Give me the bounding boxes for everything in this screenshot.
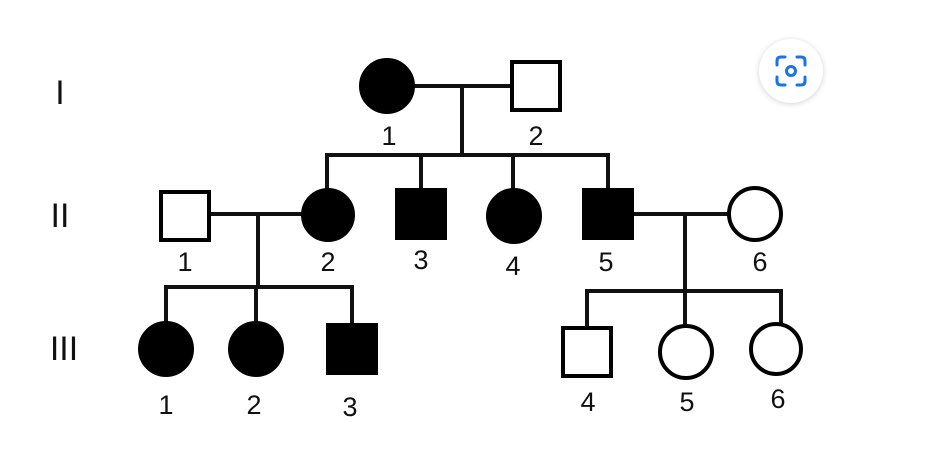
individual-label-II-4: 4 xyxy=(505,251,520,281)
generation-label-III: III xyxy=(50,330,78,368)
individual-III-3-affected-male xyxy=(326,323,378,375)
lens-scan-icon xyxy=(775,55,807,87)
individual-label-I-2: 2 xyxy=(528,121,543,151)
individual-label-III-2: 2 xyxy=(246,390,261,420)
visual-search-button[interactable] xyxy=(759,39,823,103)
individual-label-III-1: 1 xyxy=(158,390,173,420)
generation-label-I: I xyxy=(55,74,64,112)
individual-III-5-unaffected-female xyxy=(658,324,714,380)
individual-label-I-1: 1 xyxy=(381,121,396,151)
individual-III-1-affected-female xyxy=(138,321,194,377)
individual-label-II-5: 5 xyxy=(598,247,613,277)
individual-II-1-unaffected-male xyxy=(159,190,211,242)
individual-II-6-unaffected-female xyxy=(727,186,783,242)
individual-label-III-6: 6 xyxy=(770,384,785,414)
individual-I-1-affected-female xyxy=(359,58,415,114)
individual-III-6-unaffected-female xyxy=(749,322,803,376)
individual-label-II-1: 1 xyxy=(177,247,192,277)
individual-label-III-3: 3 xyxy=(342,392,357,422)
individual-label-III-5: 5 xyxy=(679,387,694,417)
individual-I-2-unaffected-male xyxy=(510,60,562,112)
individual-label-II-3: 3 xyxy=(413,245,428,275)
individual-II-3-affected-male xyxy=(395,188,447,240)
individual-label-II-2: 2 xyxy=(320,247,335,277)
individual-II-2-affected-female xyxy=(301,188,355,242)
individual-III-2-affected-female xyxy=(228,321,284,377)
individual-III-4-unaffected-male xyxy=(561,326,613,378)
individual-II-4-affected-female xyxy=(486,188,542,244)
generation-label-II: II xyxy=(51,197,70,235)
individual-label-II-6: 6 xyxy=(752,247,767,277)
individual-II-5-affected-male xyxy=(582,188,634,240)
individual-label-III-4: 4 xyxy=(580,387,595,417)
relationship-lines xyxy=(164,84,783,328)
